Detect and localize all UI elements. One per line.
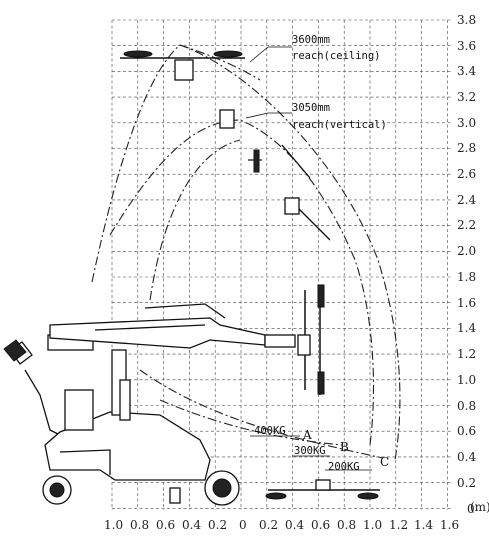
ground-pad-right xyxy=(357,492,379,500)
outer-reach-arc xyxy=(91,44,401,461)
x-tick: 0.8 xyxy=(130,518,149,532)
y-tick: 0.4 xyxy=(457,450,476,464)
x-tick: 0.4 xyxy=(285,518,304,532)
ground-pad-left xyxy=(265,492,287,500)
x-tick: 0.8 xyxy=(337,518,356,532)
zone-label-c: C xyxy=(380,455,389,469)
y-tick: 2.6 xyxy=(457,167,476,181)
reach-annotations: 3600mm reach(ceiling) 3050mm reach(verti… xyxy=(292,34,387,131)
control-box xyxy=(64,389,94,431)
glazing-robot xyxy=(3,50,380,506)
vertical-reach-value: 3050mm xyxy=(292,102,330,114)
load-label-300: 300KG xyxy=(294,445,326,457)
y-tick: 1.4 xyxy=(457,321,476,335)
x-tick: 0.6 xyxy=(311,518,330,532)
ceiling-head xyxy=(174,59,194,81)
tiller-grip-fill xyxy=(3,339,27,362)
mid-pad-1 xyxy=(253,149,260,173)
lower-reach-arc-2 xyxy=(159,399,343,446)
mid-head-2 xyxy=(284,197,300,215)
ground-head xyxy=(315,479,331,491)
y-tick: 1.2 xyxy=(457,347,476,361)
tiller xyxy=(24,369,59,435)
x-tick: 0.2 xyxy=(208,518,227,532)
vacuum-bracket xyxy=(297,334,311,356)
boom-arm-upper xyxy=(144,303,226,319)
x-tick: 1.0 xyxy=(104,518,123,532)
x-tick: 0.2 xyxy=(259,518,278,532)
tool-head xyxy=(264,334,296,348)
y-tick: 2.4 xyxy=(457,193,476,207)
y-tick: 3.2 xyxy=(457,90,476,104)
ceiling-reach-value: 3600mm xyxy=(292,34,330,46)
y-tick: 0 xyxy=(467,502,475,516)
reach-envelopes xyxy=(91,44,401,461)
x-tick: 0.4 xyxy=(182,518,201,532)
vertical-head xyxy=(219,109,235,129)
zone-label-b: B xyxy=(340,440,349,454)
x-tick: 1.6 xyxy=(440,518,459,532)
boom-line xyxy=(94,324,206,331)
y-tick: 1.0 xyxy=(457,373,476,387)
x-tick: 0 xyxy=(239,518,247,532)
load-label-200: 200KG xyxy=(328,461,360,473)
front-wheel-hub xyxy=(212,478,232,498)
y-tick: 0.8 xyxy=(457,399,476,413)
x-tick: 1.4 xyxy=(414,518,433,532)
stabiliser xyxy=(169,487,181,504)
y-tick: 3.6 xyxy=(457,39,476,53)
rear-wheel-hub xyxy=(49,482,65,498)
ceiling-pad-left xyxy=(123,50,153,58)
load-capacity-labels: 400KG A 300KG B 200KG C xyxy=(254,425,389,473)
y-tick: 2.8 xyxy=(457,141,476,155)
y-tick: 1.8 xyxy=(457,270,476,284)
x-tick: 0.6 xyxy=(156,518,175,532)
vertical-reach-label: reach(vertical) xyxy=(292,119,387,131)
vacuum-pad-bottom xyxy=(317,371,325,395)
y-tick: 3.8 xyxy=(457,13,476,27)
inner-reach-arc xyxy=(149,139,241,301)
annotation-leaders xyxy=(245,46,372,471)
tilted-frame-1 xyxy=(281,144,311,179)
y-tick: 3.4 xyxy=(457,64,476,78)
hydraulic-cylinder xyxy=(119,379,131,421)
y-tick: 0.2 xyxy=(457,476,476,490)
x-tick: 1.0 xyxy=(363,518,382,532)
y-tick: 3.0 xyxy=(457,116,476,130)
x-axis-ticks: 1.0 0.8 0.6 0.4 0.2 0 0.2 0.4 0.6 0.8 1.… xyxy=(104,518,459,532)
vertical-reach-arc xyxy=(109,119,375,446)
zone-label-a: A xyxy=(302,428,312,442)
x-tick: 1.2 xyxy=(389,518,408,532)
chassis-detail xyxy=(59,449,111,475)
y-axis-unit: (m) xyxy=(470,500,489,514)
y-axis-ticks: 3.8 3.6 3.4 3.2 3.0 2.8 2.6 2.4 2.2 2.0 … xyxy=(457,13,489,516)
ceiling-pad-right xyxy=(213,50,243,58)
ceiling-reach-label: reach(ceiling) xyxy=(292,50,381,62)
lower-reach-arc xyxy=(139,369,384,459)
y-tick: 0.6 xyxy=(457,424,476,438)
load-label-400: 400KG xyxy=(254,425,286,437)
vacuum-pad-top xyxy=(317,284,325,308)
y-tick: 2.2 xyxy=(457,218,476,232)
y-tick: 1.6 xyxy=(457,296,476,310)
y-tick: 2.0 xyxy=(457,244,476,258)
